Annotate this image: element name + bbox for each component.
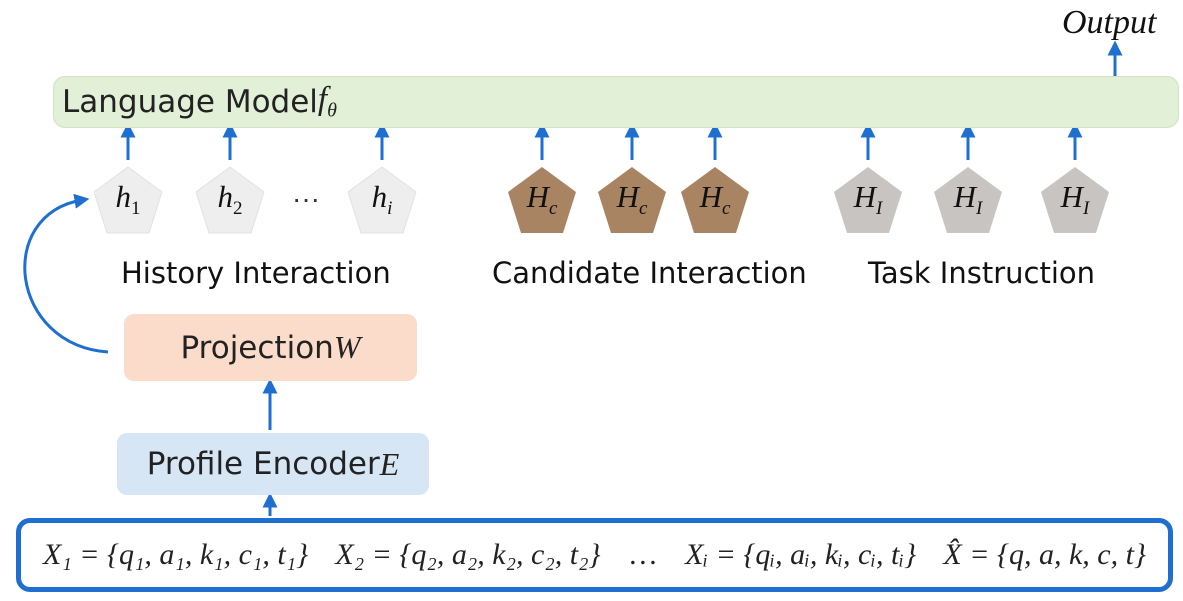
instruction-token: HI: [932, 165, 1004, 237]
input-profile-item: X₂ = {q₂, a₂, k₂, c₂, t₂}: [335, 538, 601, 571]
candidate-interaction-label: Candidate Interaction: [492, 256, 807, 290]
language-model-symbol: fθ: [317, 81, 337, 122]
input-ellipsis: …: [627, 538, 658, 571]
projection-label: Projection: [180, 329, 334, 366]
history-token: hi: [346, 165, 418, 237]
candidate-token: Hc: [506, 165, 578, 237]
output-label: Output: [1062, 4, 1157, 41]
candidate-token: Hc: [596, 165, 668, 237]
language-model-box: Language Model fθ: [53, 76, 1179, 128]
input-profile-item: Xᵢ = {qᵢ, aᵢ, kᵢ, cᵢ, tᵢ}: [685, 538, 917, 571]
projection-to-history-arrow: [23, 193, 109, 354]
history-interaction-label: History Interaction: [121, 256, 391, 290]
language-model-label: Language Model: [62, 84, 318, 120]
input-profile-item: X₁ = {q₁, a₁, k₁, c₁, t₁}: [43, 538, 309, 571]
instruction-token: HI: [1039, 165, 1111, 237]
projection-box: Projection W: [124, 314, 417, 381]
history-token: h2: [194, 165, 266, 237]
candidate-token: Hc: [679, 165, 751, 237]
profile-encoder-box: Profile Encoder E: [117, 433, 429, 495]
target-profile-item: X̂ = {q, a, k, c, t}: [943, 538, 1146, 571]
history-token: h1: [92, 165, 164, 237]
input-profile-container: X₁ = {q₁, a₁, k₁, c₁, t₁} X₂ = {q₂, a₂, …: [16, 518, 1173, 592]
instruction-token: HI: [832, 165, 904, 237]
projection-symbol: W: [333, 329, 361, 365]
task-instruction-label: Task Instruction: [868, 256, 1096, 290]
profile-encoder-symbol: E: [379, 445, 400, 482]
profile-encoder-label: Profile Encoder: [146, 446, 380, 482]
history-ellipsis: ···: [292, 183, 320, 214]
